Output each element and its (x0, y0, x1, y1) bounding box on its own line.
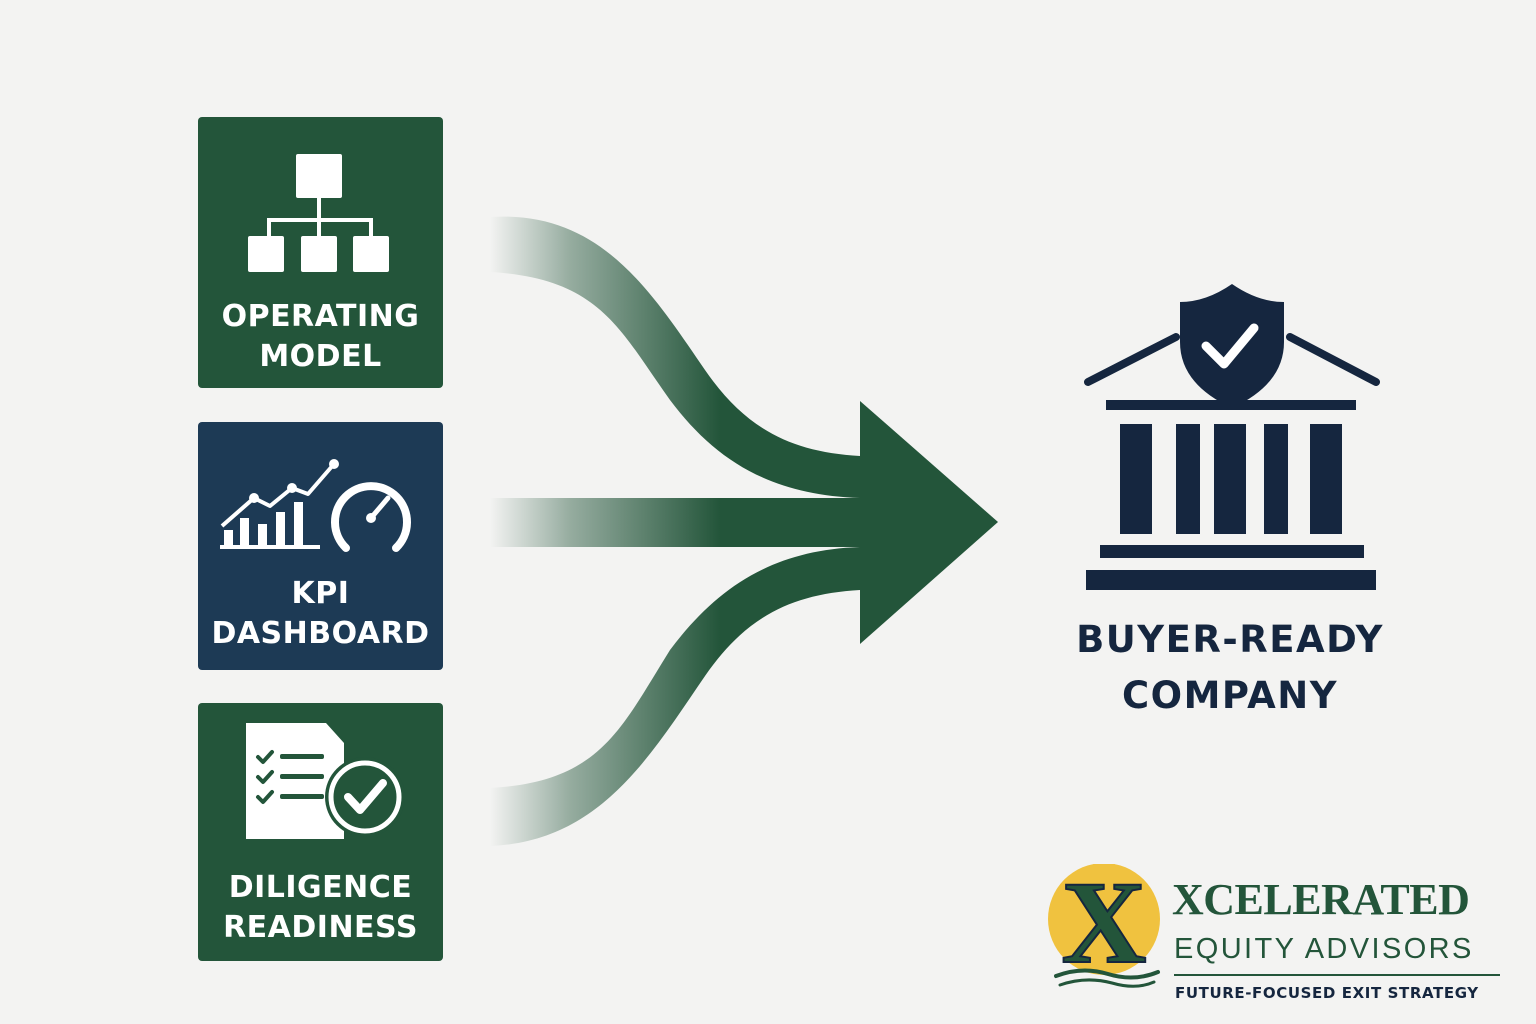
brand-subtitle: EQUITY ADVISORS (1174, 933, 1474, 965)
brand-divider (1174, 974, 1500, 976)
flow-arrow-middle (475, 498, 860, 547)
flow-arrow-top (490, 216, 860, 498)
flow-arrow-bottom (490, 547, 860, 846)
org-chart-icon (248, 154, 389, 272)
chart-gauge-icon (220, 459, 411, 552)
operating-model-tile: OPERATING MODEL (198, 117, 443, 388)
checklist-document-icon (246, 723, 405, 839)
result-label-line2: COMPANY (1121, 674, 1339, 717)
buyer-ready-company-label: BUYER-READY COMPANY (1030, 612, 1430, 724)
bank-shield-check-icon (1084, 284, 1380, 590)
flow-arrow-head (860, 401, 998, 644)
kpi-dashboard-label: KPI DASHBOARD (198, 574, 443, 654)
brand-tagline: FUTURE-FOCUSED EXIT STRATEGY (1175, 984, 1479, 1002)
diligence-readiness-tile: DILIGENCE READINESS (198, 703, 443, 961)
kpi-dashboard-label-line1: KPI (291, 576, 350, 611)
diligence-readiness-label-line1: DILIGENCE (228, 870, 413, 905)
kpi-dashboard-tile: KPI DASHBOARD (198, 422, 443, 670)
brand-logo-icon: X (1048, 864, 1160, 989)
operating-model-label-line1: OPERATING (221, 299, 420, 334)
result-label-line1: BUYER-READY (1076, 618, 1384, 661)
logo-letter: X (1061, 864, 1146, 988)
operating-model-label-line2: MODEL (259, 339, 382, 374)
diligence-readiness-label-line2: READINESS (223, 910, 418, 945)
brand-name: XCELERATED (1172, 875, 1470, 924)
diligence-readiness-label: DILIGENCE READINESS (198, 868, 443, 948)
operating-model-label: OPERATING MODEL (198, 297, 443, 377)
kpi-dashboard-label-line2: DASHBOARD (211, 616, 430, 651)
